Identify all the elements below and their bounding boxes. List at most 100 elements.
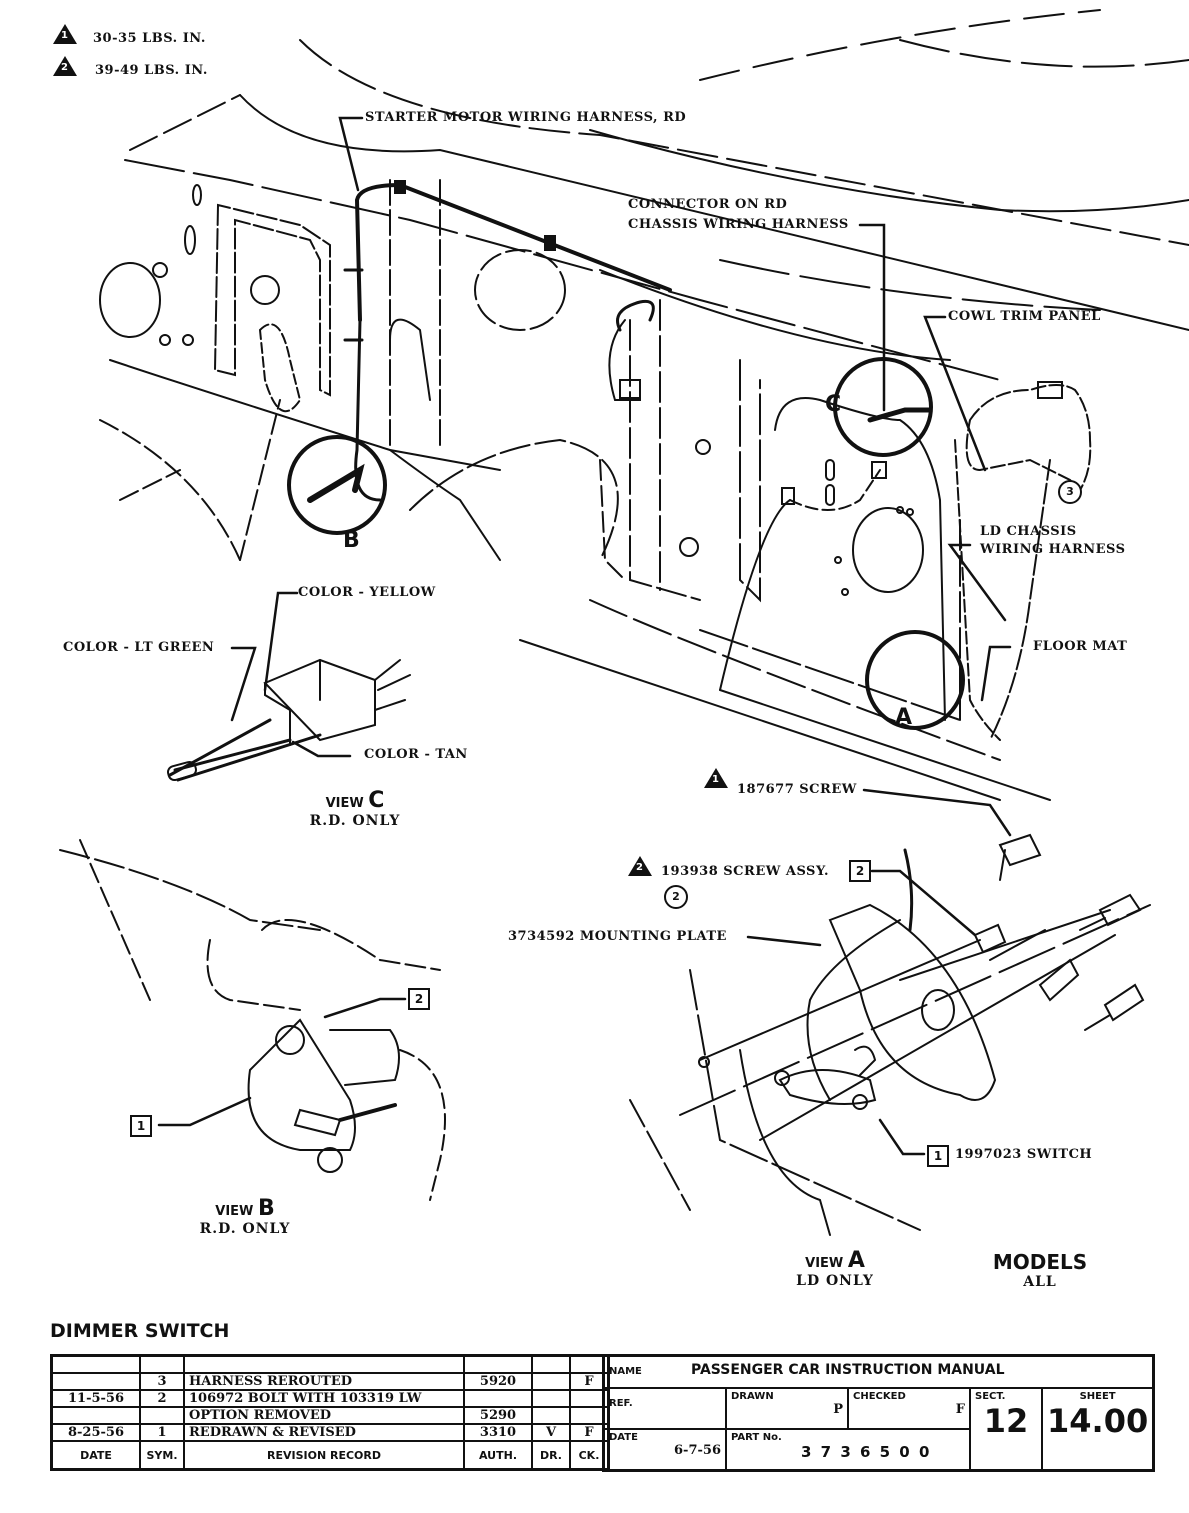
revision-cell	[463, 1389, 533, 1408]
torque-spec-1: 30-35 LBS. IN.	[93, 31, 206, 46]
revision-cell: F	[569, 1423, 610, 1442]
revision-header-cell: DR.	[531, 1440, 571, 1471]
detail-circle-a-label: A	[895, 705, 913, 730]
drawn-label: DRAWN	[731, 1391, 774, 1402]
ref-label: REF.	[609, 1398, 633, 1409]
revision-header-cell: AUTH.	[463, 1440, 533, 1471]
label-screw-assy: 193938 SCREW ASSY.	[661, 864, 830, 879]
revision-cell	[531, 1354, 571, 1374]
revision-cell: REDRAWN & REVISED	[183, 1423, 465, 1442]
revision-cell	[50, 1354, 141, 1374]
revision-cell: HARNESS REROUTED	[183, 1372, 465, 1391]
view-note: R.D. ONLY	[309, 813, 401, 829]
revision-cell: 3310	[463, 1423, 533, 1442]
revision-cell: 106972 BOLT WITH 103319 LW	[183, 1389, 465, 1408]
part-value: 3 7 3 6 5 0 0	[801, 1442, 932, 1461]
label-ld-harness-line1: LD CHASSIS	[980, 524, 1077, 539]
view-note: R.D. ONLY	[199, 1221, 291, 1237]
models-label: MODELS	[992, 1250, 1088, 1274]
revision-cell: 2	[139, 1389, 185, 1408]
triangle-number: 2	[61, 62, 68, 73]
date-value: 6-7-56	[674, 1442, 721, 1458]
view-note: LD ONLY	[796, 1273, 874, 1289]
revision-cell: OPTION REMOVED	[183, 1406, 465, 1425]
detail-circle-c-label: C	[825, 392, 842, 417]
revision-cell: 1	[139, 1423, 185, 1442]
label-connector-line2: CHASSIS WIRING HARNESS	[628, 217, 849, 232]
revision-header-cell: SYM.	[139, 1440, 185, 1471]
label-switch: 1997023 SWITCH	[955, 1147, 1093, 1162]
label-187677-screw: 187677 SCREW	[737, 782, 857, 797]
drawn-value: P	[833, 1402, 843, 1417]
triangle-number: 1	[712, 774, 719, 785]
checked-value: F	[955, 1402, 965, 1417]
revision-cell: 8-25-56	[50, 1423, 141, 1442]
triangle-number: 1	[61, 30, 68, 41]
label-mounting-plate: 3734592 MOUNTING PLATE	[508, 929, 727, 944]
label-starter-motor-harness: STARTER MOTOR WIRING HARNESS, RD	[365, 110, 687, 125]
torque-triangle-2-icon: 2	[628, 856, 652, 876]
name-value: PASSENGER CAR INSTRUCTION MANUAL	[690, 1362, 1005, 1378]
triangle-number: 2	[636, 862, 643, 873]
sect-label: SECT.	[975, 1391, 1006, 1402]
label-connector-line1: CONNECTOR ON RD	[628, 197, 788, 212]
title-block: NAME PASSENGER CAR INSTRUCTION MANUAL RE…	[602, 1354, 1156, 1472]
label-ld-harness-line2: WIRING HARNESS	[980, 542, 1126, 557]
revision-header-cell: REVISION RECORD	[183, 1440, 465, 1471]
revision-cell: 3	[139, 1372, 185, 1391]
models-caption: MODELS ALL	[985, 1250, 1095, 1290]
revision-cell: V	[531, 1423, 571, 1442]
sheet-value: 14.00	[1047, 1402, 1149, 1440]
revision-cell	[139, 1406, 185, 1425]
view-letter: A	[847, 1248, 865, 1273]
revision-cell: 11-5-56	[50, 1389, 141, 1408]
revision-cell	[531, 1389, 571, 1408]
revision-cell	[139, 1354, 185, 1374]
date-label: DATE	[609, 1431, 638, 1443]
revision-cell	[463, 1354, 533, 1374]
view-prefix: VIEW	[215, 1204, 254, 1219]
revision-row	[50, 1354, 610, 1374]
drawing-title: DIMMER SWITCH	[50, 1320, 230, 1342]
circled-marker-3: 3	[1058, 480, 1082, 504]
revision-cell	[531, 1372, 571, 1391]
body-outline	[99, 9, 1189, 801]
view-c-connector	[167, 658, 411, 782]
part-label: PART No.	[731, 1431, 782, 1443]
leader-lines	[157, 116, 1012, 1156]
box-marker-2: 2	[849, 860, 871, 882]
revision-cell	[183, 1354, 465, 1374]
revision-cell	[50, 1372, 141, 1391]
view-letter: C	[368, 788, 385, 813]
sect-value: 12	[983, 1402, 1029, 1440]
detail-circle-b-label: B	[343, 528, 361, 553]
label-color-yellow: COLOR - YELLOW	[298, 585, 436, 600]
box-marker-2-view-b: 2	[408, 988, 430, 1010]
torque-triangle-1-icon: 1	[704, 768, 728, 788]
name-label: NAME	[609, 1366, 642, 1377]
revision-cell	[531, 1406, 571, 1425]
view-prefix: VIEW	[805, 1256, 844, 1271]
label-cowl-trim-panel: COWL TRIM PANEL	[948, 309, 1101, 324]
revision-cell: 5290	[463, 1406, 533, 1425]
view-prefix: VIEW	[325, 796, 364, 811]
torque-triangle-1-icon: 1	[53, 24, 77, 44]
sheet-label: SHEET	[1079, 1391, 1116, 1402]
view-letter: B	[257, 1196, 275, 1221]
label-floor-mat: FLOOR MAT	[1033, 639, 1128, 654]
revision-header-cell: DATE	[50, 1440, 141, 1471]
revision-cell	[50, 1406, 141, 1425]
torque-spec-2: 39-49 LBS. IN.	[95, 63, 208, 78]
view-b-switch	[59, 839, 446, 1201]
models-value: ALL	[1023, 1274, 1057, 1290]
box-marker-1-view-b: 1	[130, 1115, 152, 1137]
view-c-caption: VIEW C R.D. ONLY	[295, 788, 415, 829]
label-color-tan: COLOR - TAN	[364, 747, 468, 762]
box-marker-1: 1	[927, 1145, 949, 1167]
torque-triangle-2-icon: 2	[53, 56, 77, 76]
